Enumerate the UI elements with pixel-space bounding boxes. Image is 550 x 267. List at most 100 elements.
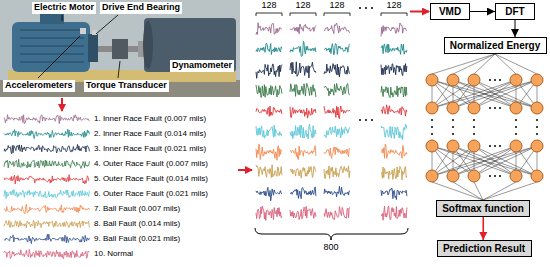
legend-text: 4. Outer Race Fault (0.007 mils) — [94, 160, 208, 169]
network-link — [432, 146, 537, 176]
signal-segment — [290, 187, 316, 199]
test-rig-photo — [0, 0, 240, 97]
ellipsis-dot — [489, 107, 491, 109]
neural-network — [426, 54, 543, 200]
network-link — [453, 146, 537, 176]
process-box: Prediction Result — [437, 240, 532, 257]
process-box: Softmax function — [436, 200, 530, 217]
signal-trace — [4, 189, 89, 198]
legend-text: 9. Ball Fault (0.021 mils) — [94, 235, 180, 244]
ellipsis-dot — [473, 126, 475, 128]
legend-text: 8. Ball Fault (0.014 mils) — [94, 220, 180, 229]
ellipsis-dot — [515, 119, 517, 121]
network-link — [474, 54, 495, 74]
signal-segment — [290, 62, 316, 78]
neuron — [510, 102, 522, 114]
network-link — [474, 80, 537, 108]
box-text: Softmax function — [442, 203, 524, 214]
ellipsis-dot — [359, 7, 361, 9]
neuron — [510, 74, 522, 86]
signal-trace — [4, 234, 89, 244]
dimension-label: 128 — [386, 1, 401, 11]
dynamometer-end — [143, 21, 153, 69]
signal-segment — [381, 64, 407, 76]
ellipsis-dot — [473, 133, 475, 135]
signal-segment — [290, 206, 316, 219]
leader-line — [96, 15, 118, 34]
signal-segment — [290, 41, 316, 56]
part-label: Accelerometers — [3, 80, 75, 92]
signal-segment — [290, 83, 316, 97]
neuron — [468, 140, 480, 152]
neuron — [531, 74, 543, 86]
signal-segment — [381, 144, 407, 158]
signal-segment — [256, 206, 282, 220]
dynamometer-body — [144, 18, 236, 72]
signal-segment — [324, 207, 350, 220]
ellipsis-dot — [515, 126, 517, 128]
ellipsis-dot — [452, 126, 454, 128]
network-link — [495, 54, 537, 74]
signal-segment — [290, 124, 316, 139]
network-link — [474, 182, 483, 200]
signal-segment — [324, 44, 350, 55]
ellipsis-dot — [365, 7, 367, 9]
signal-trace — [4, 115, 89, 124]
signal-segment — [256, 23, 282, 35]
signal-segment — [256, 106, 282, 116]
signal-segment — [290, 146, 316, 160]
signal-segment — [256, 187, 282, 200]
ellipsis-dot — [452, 119, 454, 121]
red-arrow — [410, 11, 429, 13]
signal-segment — [324, 166, 350, 179]
process-box: VMD — [430, 3, 470, 20]
red-arrows — [238, 12, 429, 171]
network-link — [453, 80, 537, 108]
dimension-label: 128 — [261, 1, 276, 11]
neuron — [447, 102, 459, 114]
ellipsis-dot — [515, 133, 517, 135]
signal-segment — [256, 85, 282, 98]
red-arrow — [61, 98, 63, 111]
signal-segment — [256, 144, 282, 160]
signal-segment — [256, 43, 282, 54]
signal-segment — [290, 107, 316, 119]
ellipsis-dot — [489, 79, 491, 81]
junction-box — [40, 14, 64, 24]
signal-segment — [381, 124, 407, 139]
network-link — [474, 146, 537, 176]
neuron — [531, 140, 543, 152]
ellipsis-dot — [536, 126, 538, 128]
leader-line — [38, 36, 80, 78]
ellipsis-dot — [431, 126, 433, 128]
flow-arrow — [515, 20, 516, 37]
box-text: Prediction Result — [443, 243, 525, 254]
ellipsis-dot — [371, 119, 373, 121]
neuron — [510, 170, 522, 182]
segment-grid — [255, 7, 408, 240]
signal-trace — [4, 144, 89, 153]
legend-text: 1. Inner Race Fault (0.007 mils) — [94, 115, 206, 124]
network-link — [483, 182, 537, 200]
network-link — [453, 54, 495, 74]
ellipsis-dot — [371, 7, 373, 9]
leader-line — [118, 61, 120, 78]
signal-segment — [324, 23, 350, 34]
legend-text: 6. Outer Race Fault (0.021 mils) — [94, 190, 208, 199]
flow-arrow — [482, 217, 484, 240]
box-text: Normalized Energy — [450, 40, 541, 51]
part-label: Drive End Bearing — [100, 2, 182, 14]
leader-line — [62, 15, 63, 21]
network-link — [483, 182, 516, 200]
floor — [0, 80, 240, 97]
ellipsis-dot — [494, 107, 496, 109]
ellipsis-dot — [489, 145, 491, 147]
signal-segment — [324, 83, 350, 96]
ellipsis-dot — [494, 145, 496, 147]
signal-trace — [4, 249, 89, 258]
process-box: Normalized Energy — [444, 37, 547, 54]
signal-segment — [290, 167, 316, 179]
ellipsis-dot — [536, 133, 538, 135]
neuron — [426, 170, 438, 182]
